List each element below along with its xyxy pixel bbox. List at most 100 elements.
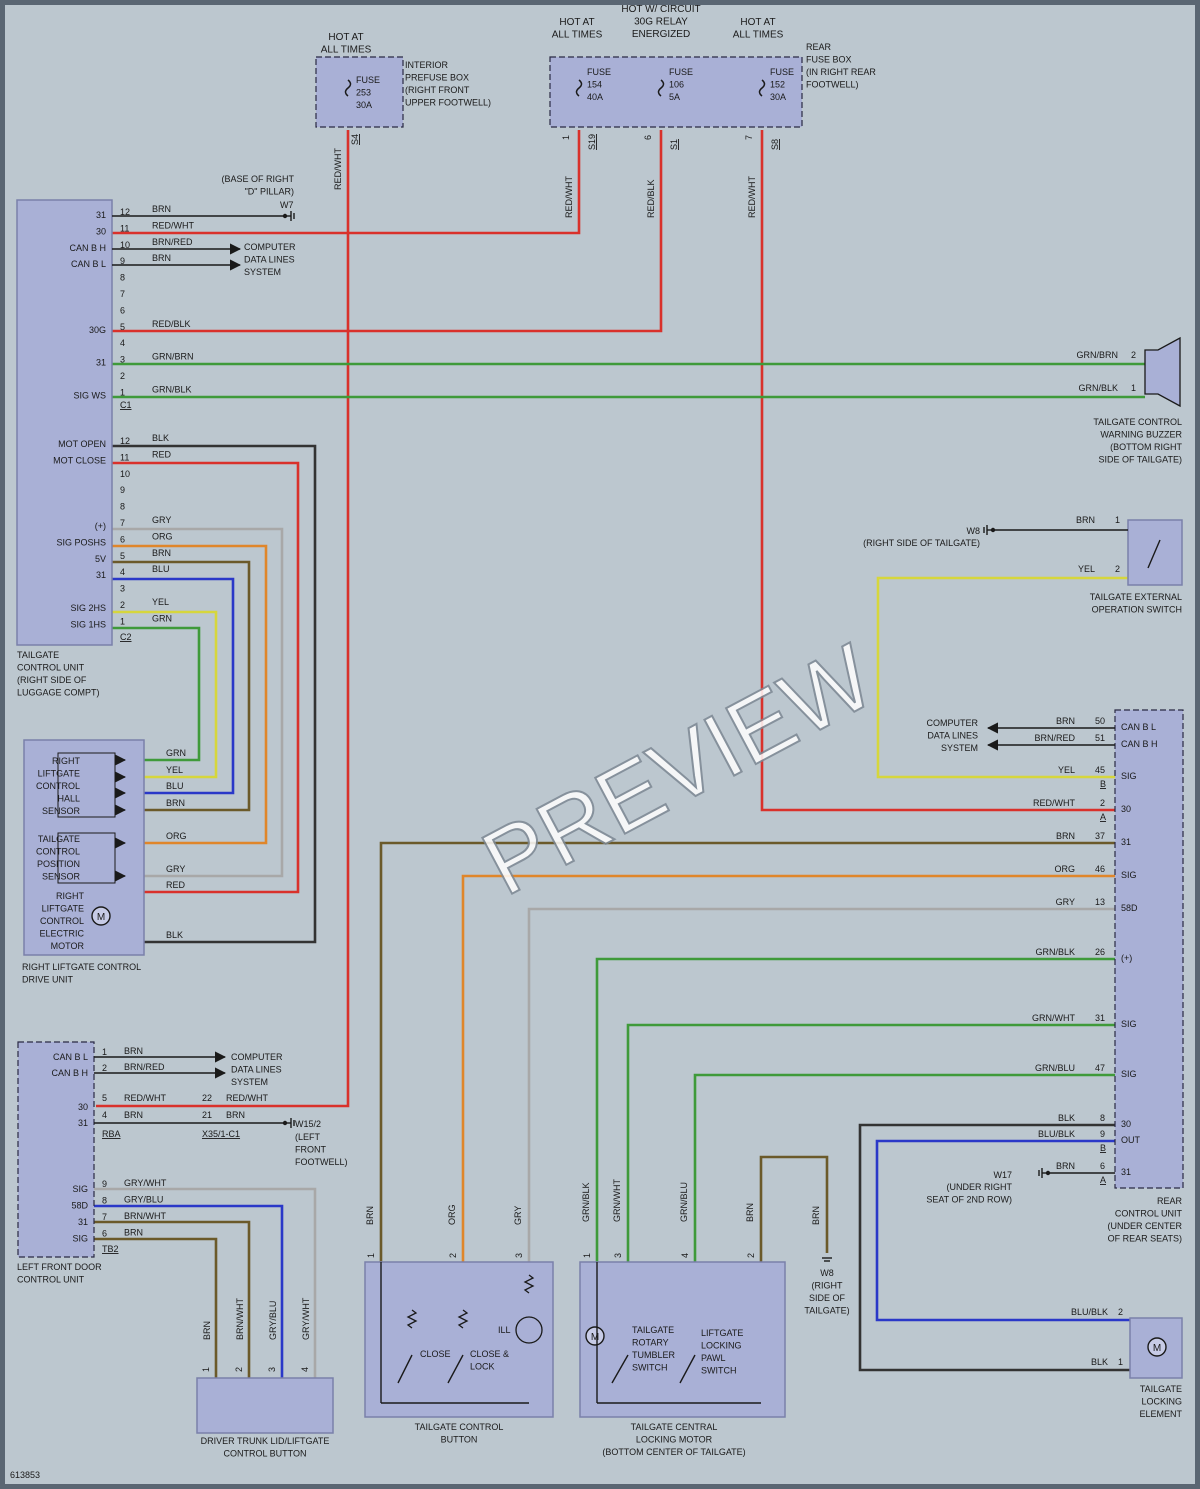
fuse106-hot-label: ENERGIZED — [632, 29, 690, 40]
tcu-c2-signal: MOT CLOSE — [53, 455, 106, 465]
rcu-signal: 30 — [1121, 804, 1131, 814]
wire-yel-hall — [112, 610, 218, 779]
rotary-switch-label: TUMBLER — [632, 1350, 676, 1360]
pawl-switch-label: LOCKING — [701, 1341, 742, 1351]
rcu-caption: CONTROL UNIT — [1115, 1209, 1183, 1219]
lfd-tb2-pin: 7 — [102, 1212, 107, 1222]
position-sensor-label: TAILGATE — [38, 834, 80, 844]
hall-sensor-label: SENSOR — [42, 806, 81, 816]
buzzer-pin-2: 2 — [1131, 350, 1136, 360]
lock-element-pin-2: 2 — [1118, 1307, 1123, 1317]
rcu-wire-label: BRN — [1056, 1161, 1075, 1171]
drive-wire-label: ORG — [166, 831, 187, 841]
ext-switch-contact — [1147, 539, 1161, 569]
ill-lamp-symbol — [515, 1316, 543, 1344]
lfd-tb2-signal: 58D — [71, 1201, 88, 1211]
lfd-can-signal: CAN B L — [53, 1052, 88, 1062]
hall-sensor-label: LIFTGATE — [38, 769, 80, 779]
wire-red-wht-fuse253 — [96, 130, 350, 1108]
tcu-c1-wire: BRN/RED — [152, 237, 193, 247]
drive-unit-caption: RIGHT LIFTGATE CONTROL — [22, 962, 141, 972]
interior-prefuse-box — [315, 56, 404, 128]
tc-button-caption: BUTTON — [441, 1435, 478, 1445]
lfd-tb2-signal: SIG — [72, 1234, 88, 1244]
tailgate-control-unit — [16, 199, 113, 646]
tcu-c1-pin-no: 9 — [120, 256, 125, 266]
wire-brn-hall — [112, 560, 251, 812]
prefuse-box-label: (RIGHT FRONT — [405, 85, 470, 95]
lfd-31-pin: 4 — [102, 1110, 107, 1120]
rear-control-unit — [1114, 709, 1184, 1189]
tcu-c2-pin-no: 9 — [120, 485, 125, 495]
buzzer-wire-1: GRN/BLK — [1078, 383, 1118, 393]
rcu-wire-label: BRN — [1056, 831, 1075, 841]
svg-text:M: M — [591, 1332, 599, 1343]
rcu-signal: SIG — [1121, 1069, 1137, 1079]
trunk-pin-no: 3 — [267, 1367, 277, 1372]
rcu-pin-no: 6 — [1100, 1161, 1105, 1171]
lock-element-caption: TAILGATE — [1140, 1384, 1182, 1394]
rcu-pin-no: 51 — [1095, 733, 1105, 743]
trunk-wire: BRN — [202, 1321, 212, 1340]
lfd-tb2-wire: BRN/WHT — [124, 1211, 166, 1221]
ext-switch-pin-2: 2 — [1115, 564, 1120, 574]
tcu-c1-pin-no: 3 — [120, 355, 125, 365]
buzzer-wire-2: GRN/BRN — [1076, 350, 1118, 360]
rcu-wire-label: BLU/BLK — [1038, 1129, 1075, 1139]
tcu-c1-wire: RED/WHT — [152, 220, 194, 230]
tcu-c2-wire: ORG — [152, 531, 173, 541]
switch-close-lock — [447, 1354, 464, 1384]
wire-blu-blk-lock-elem — [875, 1139, 1130, 1322]
position-sensor-label: POSITION — [37, 859, 80, 869]
lfd-30-wire2: RED/WHT — [226, 1093, 268, 1103]
buzzer-pin-1: 1 — [1131, 383, 1136, 393]
fuse152-pin-no: 7 — [744, 135, 754, 140]
switch-rotary — [611, 1354, 629, 1384]
rotary-switch-label: SWITCH — [632, 1363, 668, 1373]
tcu-c1-wire: GRN/BLK — [152, 384, 192, 394]
tcu-c1-wire: RED/BLK — [152, 319, 191, 329]
driver-trunk-lid-button — [196, 1377, 334, 1434]
wires — [94, 130, 1145, 1378]
left-front-door-control-unit — [17, 1041, 95, 1258]
rcu-wire-label: ORG — [1054, 864, 1075, 874]
rcu-signal: SIG — [1121, 1019, 1137, 1029]
tcu-c1-label: C1 — [120, 400, 132, 410]
lfd-can-wire: BRN — [124, 1046, 143, 1056]
fuse-253-symbol — [344, 79, 352, 97]
tc-close-label: CLOSE — [420, 1349, 451, 1359]
wire-blk-lock-elem — [858, 1123, 1130, 1372]
prefuse-box-label: UPPER FOOTWELL) — [405, 98, 491, 108]
rcu-connector: B — [1100, 1143, 1106, 1153]
hall-sensor-outline — [57, 752, 116, 818]
tcu-c1-pin-no: 1 — [120, 387, 125, 397]
lock-motor-caption: TAILGATE CENTRAL — [631, 1422, 718, 1432]
lfd-tb2-wire: BRN — [124, 1228, 143, 1238]
rcu-pin-no: 46 — [1095, 864, 1105, 874]
wire-brn-tc-button — [379, 841, 1115, 1262]
rcu-wire-label: GRN/BLU — [1035, 1063, 1075, 1073]
lock-motor-caption: LOCKING MOTOR — [636, 1435, 713, 1445]
ext-switch-pin-1: 1 — [1115, 515, 1120, 525]
drive-motor-label: ELECTRIC — [39, 929, 84, 939]
buzzer-caption: TAILGATE CONTROL — [1093, 417, 1182, 427]
lfd-data-lines-label: SYSTEM — [231, 1077, 268, 1087]
tcu-c1-signal: CAN B L — [71, 259, 106, 269]
lfd-30-wire: RED/WHT — [124, 1093, 166, 1103]
w15-location: FRONT — [295, 1145, 326, 1155]
position-sensor-outline — [57, 832, 116, 884]
fuse253-wire: RED/WHT — [333, 148, 343, 190]
lfd-tb2-pin: 6 — [102, 1229, 107, 1239]
w17-location: SEAT OF 2ND ROW) — [926, 1195, 1012, 1205]
pawl-switch-label: PAWL — [701, 1353, 726, 1363]
drive-motor-label: RIGHT — [56, 891, 85, 901]
rcu-data-lines-label: DATA LINES — [927, 731, 978, 741]
fuse253-label: FUSE — [356, 75, 380, 85]
fuse-152-symbol — [758, 79, 766, 97]
lock-motor-wire: BRN — [745, 1203, 755, 1222]
tcu-c2-label: C2 — [120, 632, 132, 642]
tcu-c2-pin-no: 3 — [120, 584, 125, 594]
pawl-switch-label: LIFTGATE — [701, 1328, 743, 1338]
